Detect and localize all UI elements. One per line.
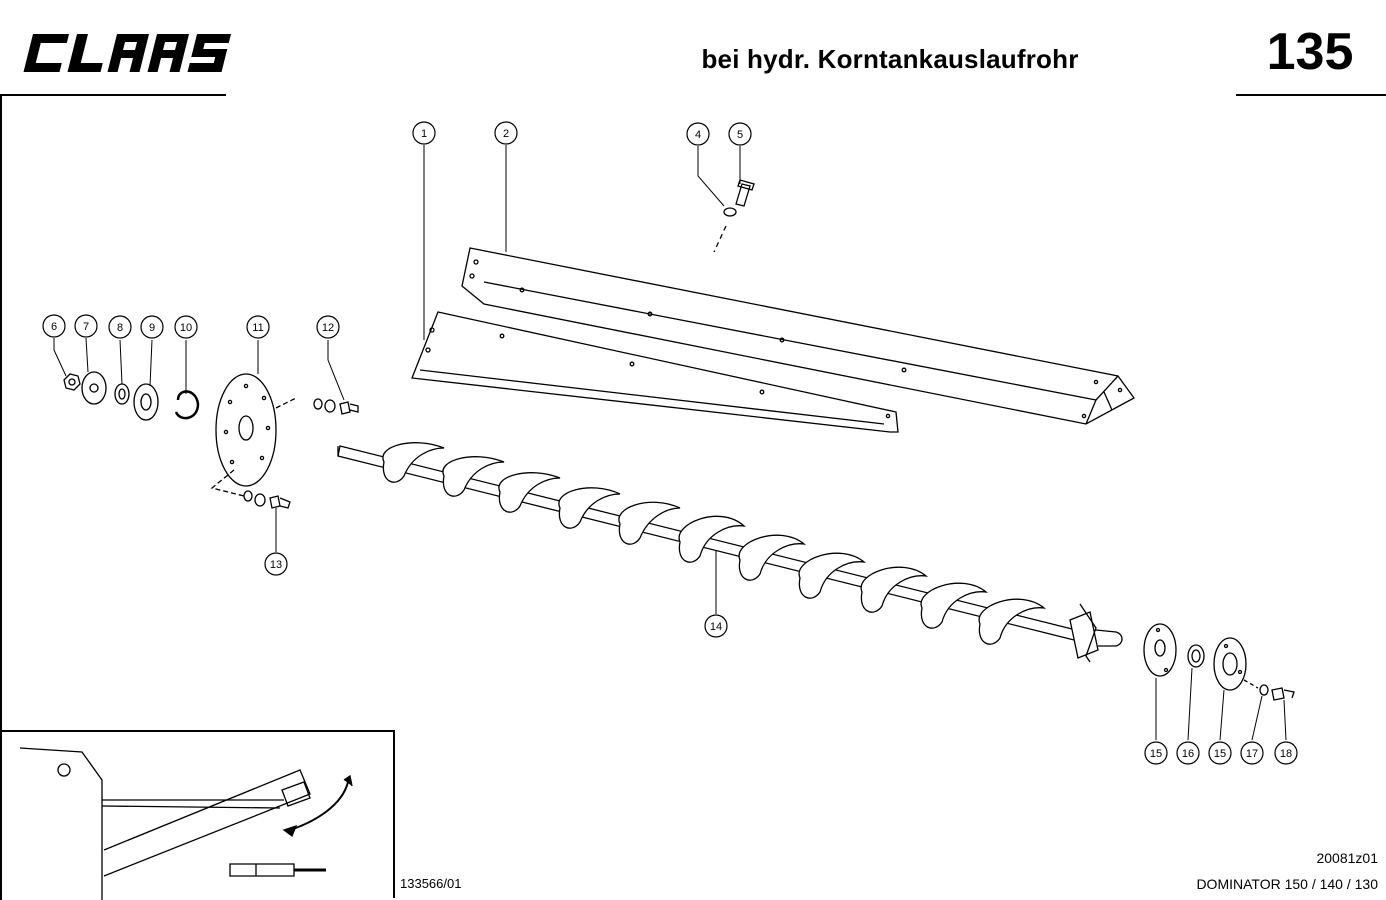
model-designation: DOMINATOR 150 / 140 / 130	[1196, 876, 1378, 892]
part-bearing-stack-right	[1143, 623, 1295, 701]
page-number: 135	[1266, 23, 1354, 81]
callout-label: 16	[1182, 748, 1194, 760]
part-support-plate	[411, 311, 899, 433]
callout-label: 1	[421, 128, 427, 140]
claas-logo	[23, 34, 232, 72]
callout-label: 8	[117, 322, 123, 334]
callout-label: 6	[51, 321, 57, 333]
callout-label: 15	[1150, 748, 1162, 760]
callout-label: 17	[1246, 748, 1258, 760]
callout-label: 10	[180, 322, 192, 334]
callout-label: 18	[1280, 748, 1292, 760]
part-auger	[337, 442, 1123, 663]
callout-label: 14	[710, 621, 722, 633]
part-bolt-set-upper	[313, 398, 359, 415]
callout-label: 11	[252, 322, 263, 334]
leader-lines	[53, 145, 1287, 741]
header: bei hydr. Korntankauslaufrohr 135	[0, 0, 1386, 100]
auger-flights	[382, 442, 1047, 645]
inset-sketch	[19, 747, 353, 900]
callout-circles	[42, 121, 1298, 765]
part-flange-plate	[210, 373, 297, 497]
drawing-number: 133566/01	[400, 876, 462, 891]
part-bearing-stack-left	[63, 371, 200, 421]
inset-box	[2, 730, 395, 898]
part-trough-cover	[461, 247, 1135, 425]
page-title: bei hydr. Korntankauslaufrohr	[701, 44, 1079, 74]
callout-label: 15	[1214, 748, 1226, 760]
frame-left-border	[0, 96, 2, 900]
callout-labels: 1 2 4 5 6 7 8 9 10 11 12 13 14 15 16 15 …	[51, 128, 1292, 760]
callout-label: 7	[83, 321, 89, 333]
callout-label: 4	[695, 129, 701, 141]
header-rule-left	[0, 94, 226, 96]
image-code: 20081z01	[1316, 850, 1378, 866]
callout-label: 13	[270, 559, 282, 571]
header-rule-right	[1236, 94, 1386, 96]
callout-label: 9	[149, 322, 155, 334]
callout-label: 5	[737, 129, 743, 141]
callout-label: 2	[503, 128, 509, 140]
part-bolt-set-lower	[243, 490, 291, 509]
part-bolt-washer	[713, 179, 755, 253]
callout-label: 12	[322, 322, 334, 334]
